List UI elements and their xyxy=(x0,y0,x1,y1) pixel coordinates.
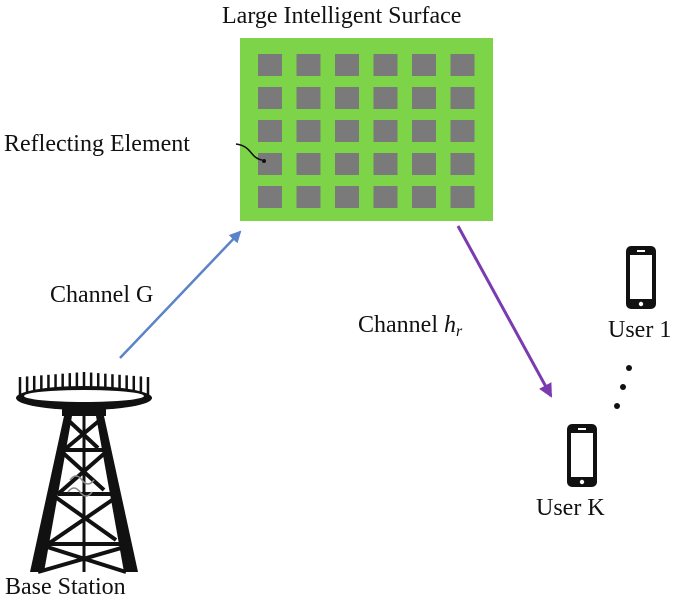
channel-g-label: Channel G xyxy=(50,282,154,308)
reflecting-element-grid xyxy=(258,54,475,208)
reflecting-element xyxy=(335,87,359,109)
channel-g-arrow xyxy=(119,230,242,359)
channel-hr-label: Channel hr xyxy=(358,311,462,346)
reflecting-element xyxy=(450,153,475,175)
reflecting-element xyxy=(450,120,475,142)
pointer-dot xyxy=(262,159,266,163)
channel-hr-prefix: Channel xyxy=(358,312,444,338)
reflecting-element xyxy=(296,153,321,175)
reflecting-element xyxy=(412,54,436,76)
reflecting-element xyxy=(412,153,436,175)
reflecting-element xyxy=(258,54,282,76)
user-1-label: User 1 xyxy=(608,317,672,343)
channel-hr-arrow xyxy=(456,225,553,398)
smartphone-icon xyxy=(567,424,597,487)
reflecting-element xyxy=(296,54,321,76)
reflecting-element xyxy=(373,87,398,109)
reflecting-element xyxy=(412,87,436,109)
reflecting-element xyxy=(373,186,398,208)
reflecting-element xyxy=(258,186,282,208)
reflecting-element xyxy=(450,186,475,208)
reflecting-element xyxy=(373,120,398,142)
reflecting-element xyxy=(335,54,359,76)
reflecting-element xyxy=(335,120,359,142)
reflecting-element xyxy=(373,153,398,175)
reflecting-element xyxy=(450,54,475,76)
reflecting-element xyxy=(412,186,436,208)
channel-hr-subscript: r xyxy=(455,323,463,340)
reflecting-element xyxy=(335,186,359,208)
surface-title: Large Intelligent Surface xyxy=(222,3,462,29)
user-k-label: User K xyxy=(536,495,605,521)
reflecting-element xyxy=(296,120,321,142)
reflecting-element xyxy=(258,120,282,142)
reflecting-element xyxy=(335,153,359,175)
intelligent-surface xyxy=(240,38,493,221)
channel-hr-symbol: h xyxy=(443,312,456,338)
reflecting-element xyxy=(258,87,282,109)
reflecting-element xyxy=(258,153,282,175)
reflecting-element xyxy=(450,87,475,109)
smartphone-icon xyxy=(626,246,656,309)
reflecting-element xyxy=(296,186,321,208)
reflecting-element xyxy=(412,120,436,142)
base-station-label: Base Station xyxy=(5,574,126,600)
reflecting-element xyxy=(373,54,398,76)
reflecting-element-label: Reflecting Element xyxy=(4,131,190,157)
cell-tower-icon xyxy=(16,372,152,574)
reflecting-element xyxy=(296,87,321,109)
vertical-ellipsis-icon xyxy=(614,365,632,409)
reflecting-element-pointer xyxy=(235,143,263,161)
